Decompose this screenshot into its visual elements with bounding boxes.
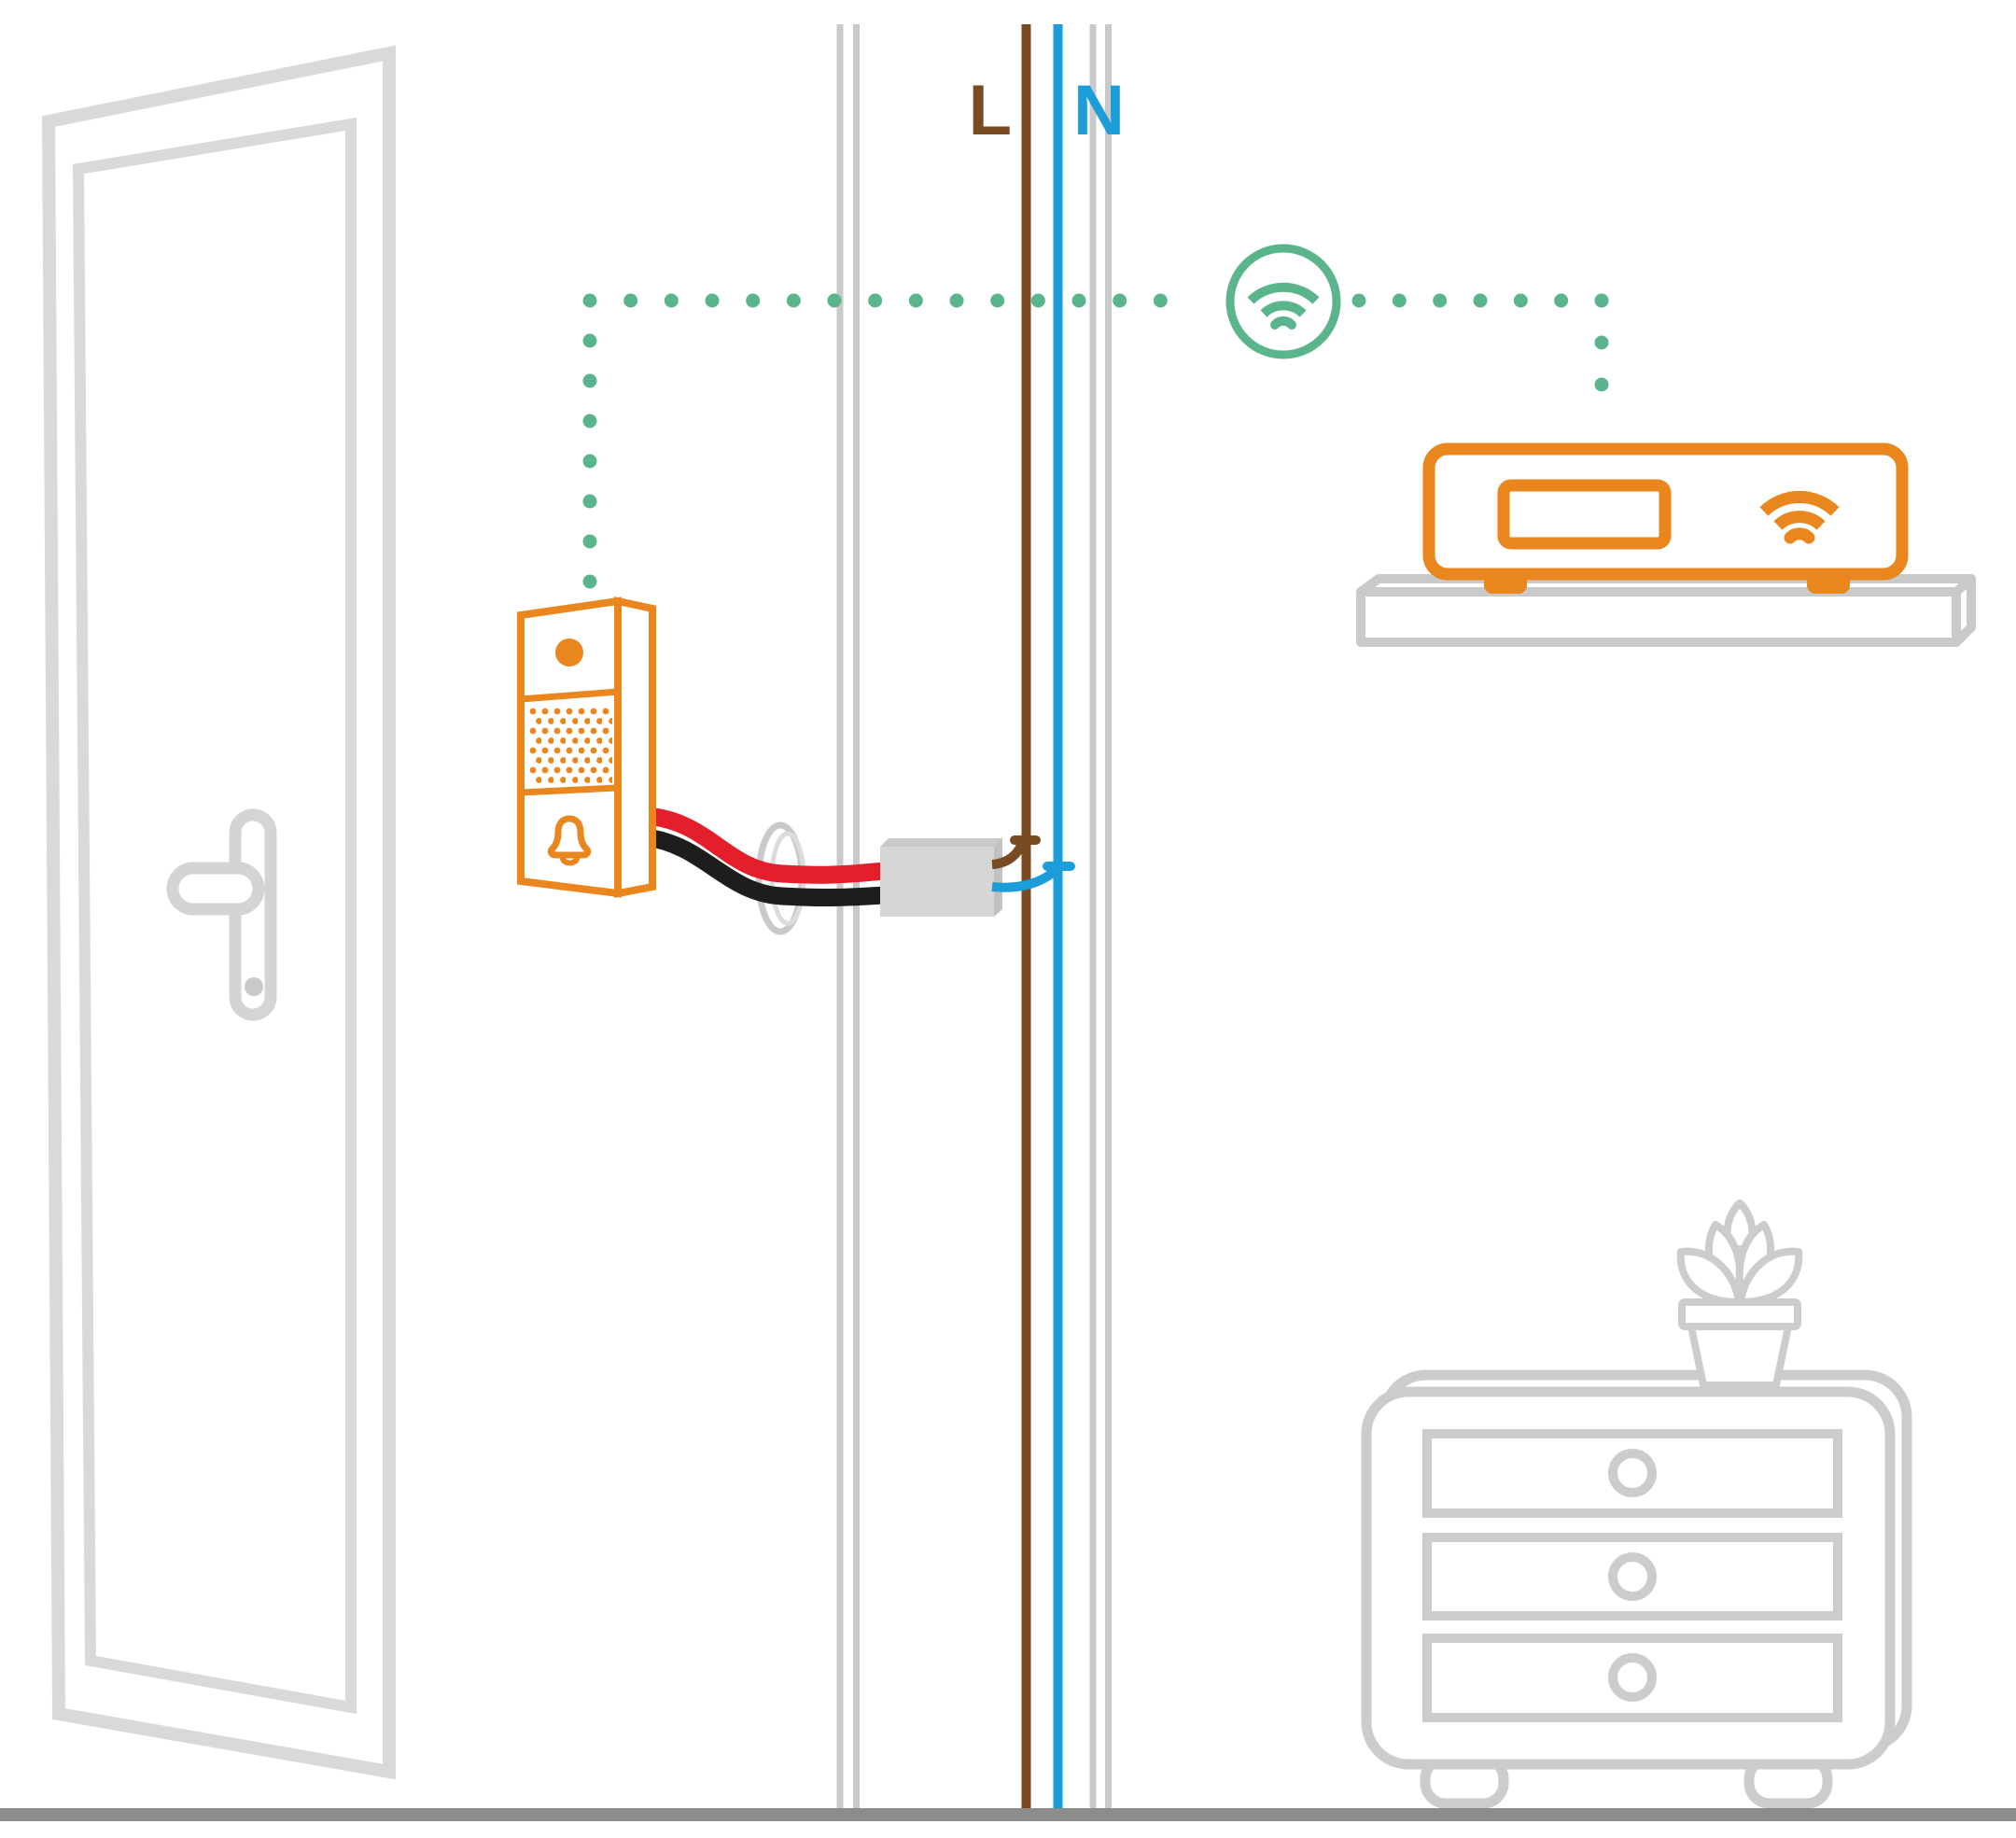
wifi-arc-inner [1270,316,1296,330]
wifi-arc-outer [1247,282,1320,304]
plant-pot-body [1687,1323,1792,1389]
drawer-knob [1608,1653,1657,1702]
wifi-arc-middle [1260,301,1307,317]
doorbell-side-face [614,596,656,898]
nightstand [1361,1369,1912,1809]
door-handle [166,808,277,1021]
keyhole [245,977,263,996]
door-inner-panel [72,117,357,1715]
bell-icon [547,815,592,859]
bell-clapper [560,856,580,866]
relay-front-face [880,847,994,917]
wifi-signal-path [582,293,1609,589]
neutral-wire-label: N [1073,71,1125,150]
router-wifi-arc-inner [1784,527,1815,544]
relay-module [880,835,1075,917]
doorbell-divider-bottom [520,784,619,796]
plant [1676,1200,1803,1389]
camera-led-icon [555,638,583,666]
drawer-knob [1608,1552,1657,1601]
shelf [1356,574,1976,647]
router-display [1497,479,1672,550]
router-wifi-arc-outer [1759,490,1840,516]
floor [0,1808,2016,1821]
doorbell-wire-black [644,828,886,907]
handle-lever [166,862,265,916]
live-wire-label: L [969,71,1012,150]
door [41,45,396,1780]
relay-top-face [880,838,1002,847]
shelf-front-face [1356,587,1961,647]
doorbell [517,596,656,898]
router-wifi-arc-middle [1773,511,1826,530]
relay-live-connector [991,841,1027,869]
wifi-icon [1225,244,1341,359]
doorbell-divider-top [520,688,619,703]
doorbell-wire-red [644,807,886,884]
speaker-grille-icon [529,707,612,784]
door-outer-frame [41,45,396,1780]
relay-side-face [994,838,1002,917]
drawer-knob [1608,1449,1657,1497]
router [1422,442,1909,594]
plant-leaf-bottom-right [1737,1247,1803,1306]
drawer-3 [1422,1634,1842,1722]
router-wifi-icon [1759,490,1840,544]
plant-leaf-bottom-left [1676,1247,1743,1306]
relay-neutral-connector [991,865,1060,892]
wall-studs [836,24,1112,1808]
